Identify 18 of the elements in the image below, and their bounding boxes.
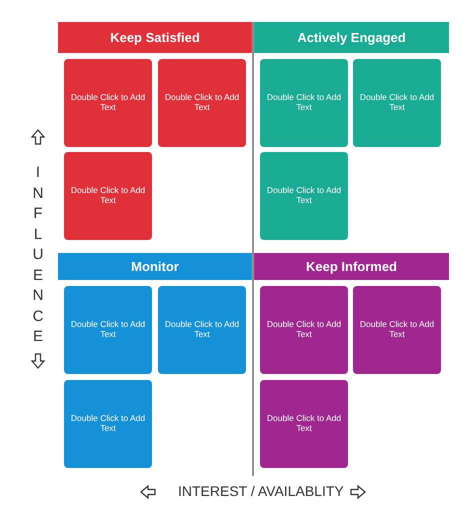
text-card: Double Click to Add Text [158, 59, 246, 147]
text-card: Double Click to Add Text [64, 286, 152, 374]
text-card: Double Click to Add Text [64, 152, 152, 240]
text-card: Double Click to Add Text [260, 286, 348, 374]
axis-label: INTEREST / AVAILABLITY [178, 483, 344, 499]
axis-label: INFLUENCE [32, 163, 44, 347]
text-card: Double Click to Add Text [260, 380, 348, 468]
quadrant-header: Monitor [58, 253, 252, 280]
text-card: Double Click to Add Text [64, 380, 152, 468]
text-card: Double Click to Add Text [353, 59, 441, 147]
quadrant-header: Keep Satisfied [58, 22, 252, 53]
text-card: Double Click to Add Text [158, 286, 246, 374]
text-card: Double Click to Add Text [260, 59, 348, 147]
quadrant-header: Actively Engaged [254, 22, 449, 53]
text-card: Double Click to Add Text [353, 286, 441, 374]
quadrant-header: Keep Informed [254, 253, 449, 280]
text-card: Double Click to Add Text [64, 59, 152, 147]
text-card: Double Click to Add Text [260, 152, 348, 240]
